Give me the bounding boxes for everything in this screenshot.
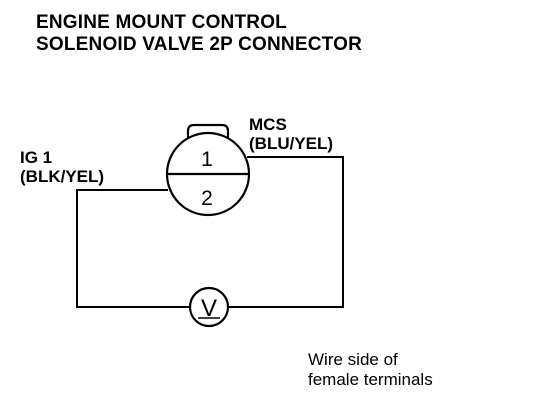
mcs-wire-color-label: (BLU/YEL) <box>249 134 334 153</box>
mcs-wire <box>228 156 344 308</box>
view-note-line-1: Wire side of <box>308 350 398 369</box>
pin-1-number: 1 <box>201 148 213 171</box>
diagram-title-line-2: SOLENOID VALVE 2P CONNECTOR <box>36 34 362 55</box>
ig1-terminal-label: IG 1 <box>20 148 53 167</box>
voltmeter-icon: V <box>188 286 230 328</box>
diagram-title-line-1: ENGINE MOUNT CONTROL <box>36 12 287 33</box>
pin-2-number: 2 <box>201 187 213 210</box>
view-note-line-2: female terminals <box>308 370 433 389</box>
ig1-wire-color-label: (BLK/YEL) <box>20 167 105 186</box>
ig1-wire <box>76 189 190 308</box>
mcs-terminal-label: MCS <box>249 115 287 134</box>
two-pin-connector: 1 2 <box>165 123 251 217</box>
voltmeter-symbol: V <box>201 295 217 322</box>
